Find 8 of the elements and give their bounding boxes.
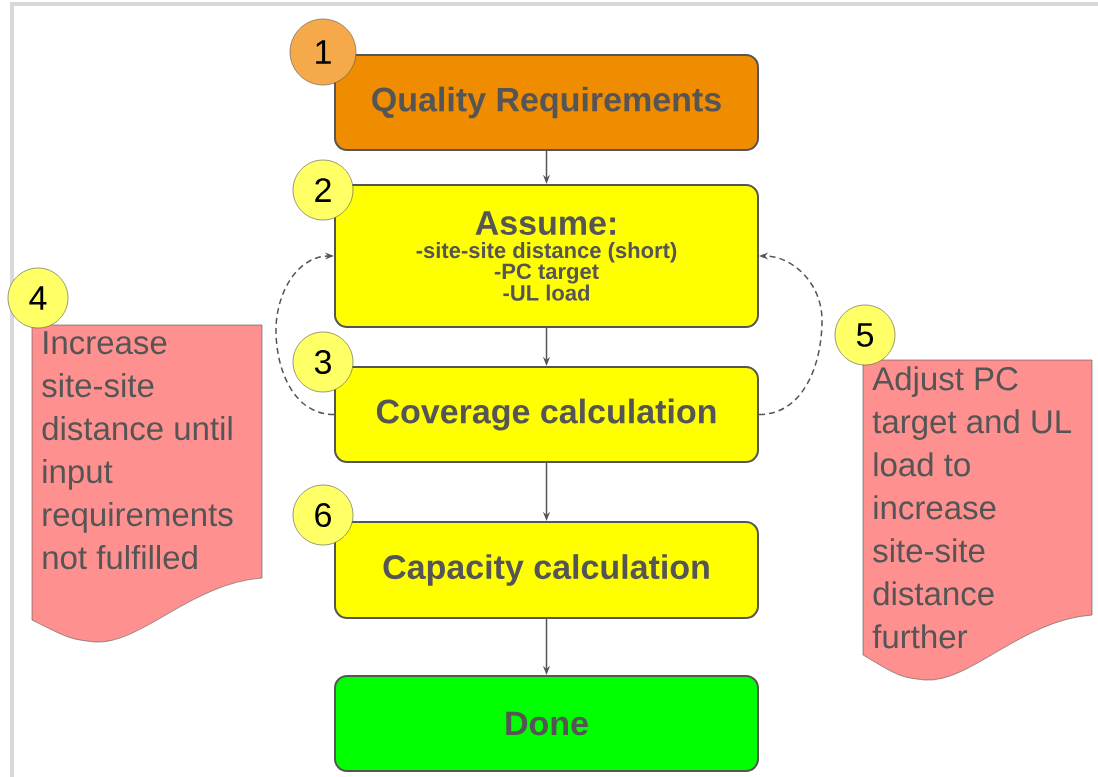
arrow xyxy=(275,252,335,416)
process-box: Capacity calculation xyxy=(334,521,759,619)
note-document: Adjust PC target and UL load to increase site-site distance further xyxy=(862,359,1093,681)
process-box: Done xyxy=(334,675,759,772)
process-box: Quality Requirements xyxy=(334,54,759,151)
note-document: Increase site-site distance until input requirements not fulfilled xyxy=(31,324,263,643)
process-box: Assume: -site-site distance (short) -PC target -UL load xyxy=(334,184,759,328)
process-box: Coverage calculation xyxy=(334,366,759,463)
